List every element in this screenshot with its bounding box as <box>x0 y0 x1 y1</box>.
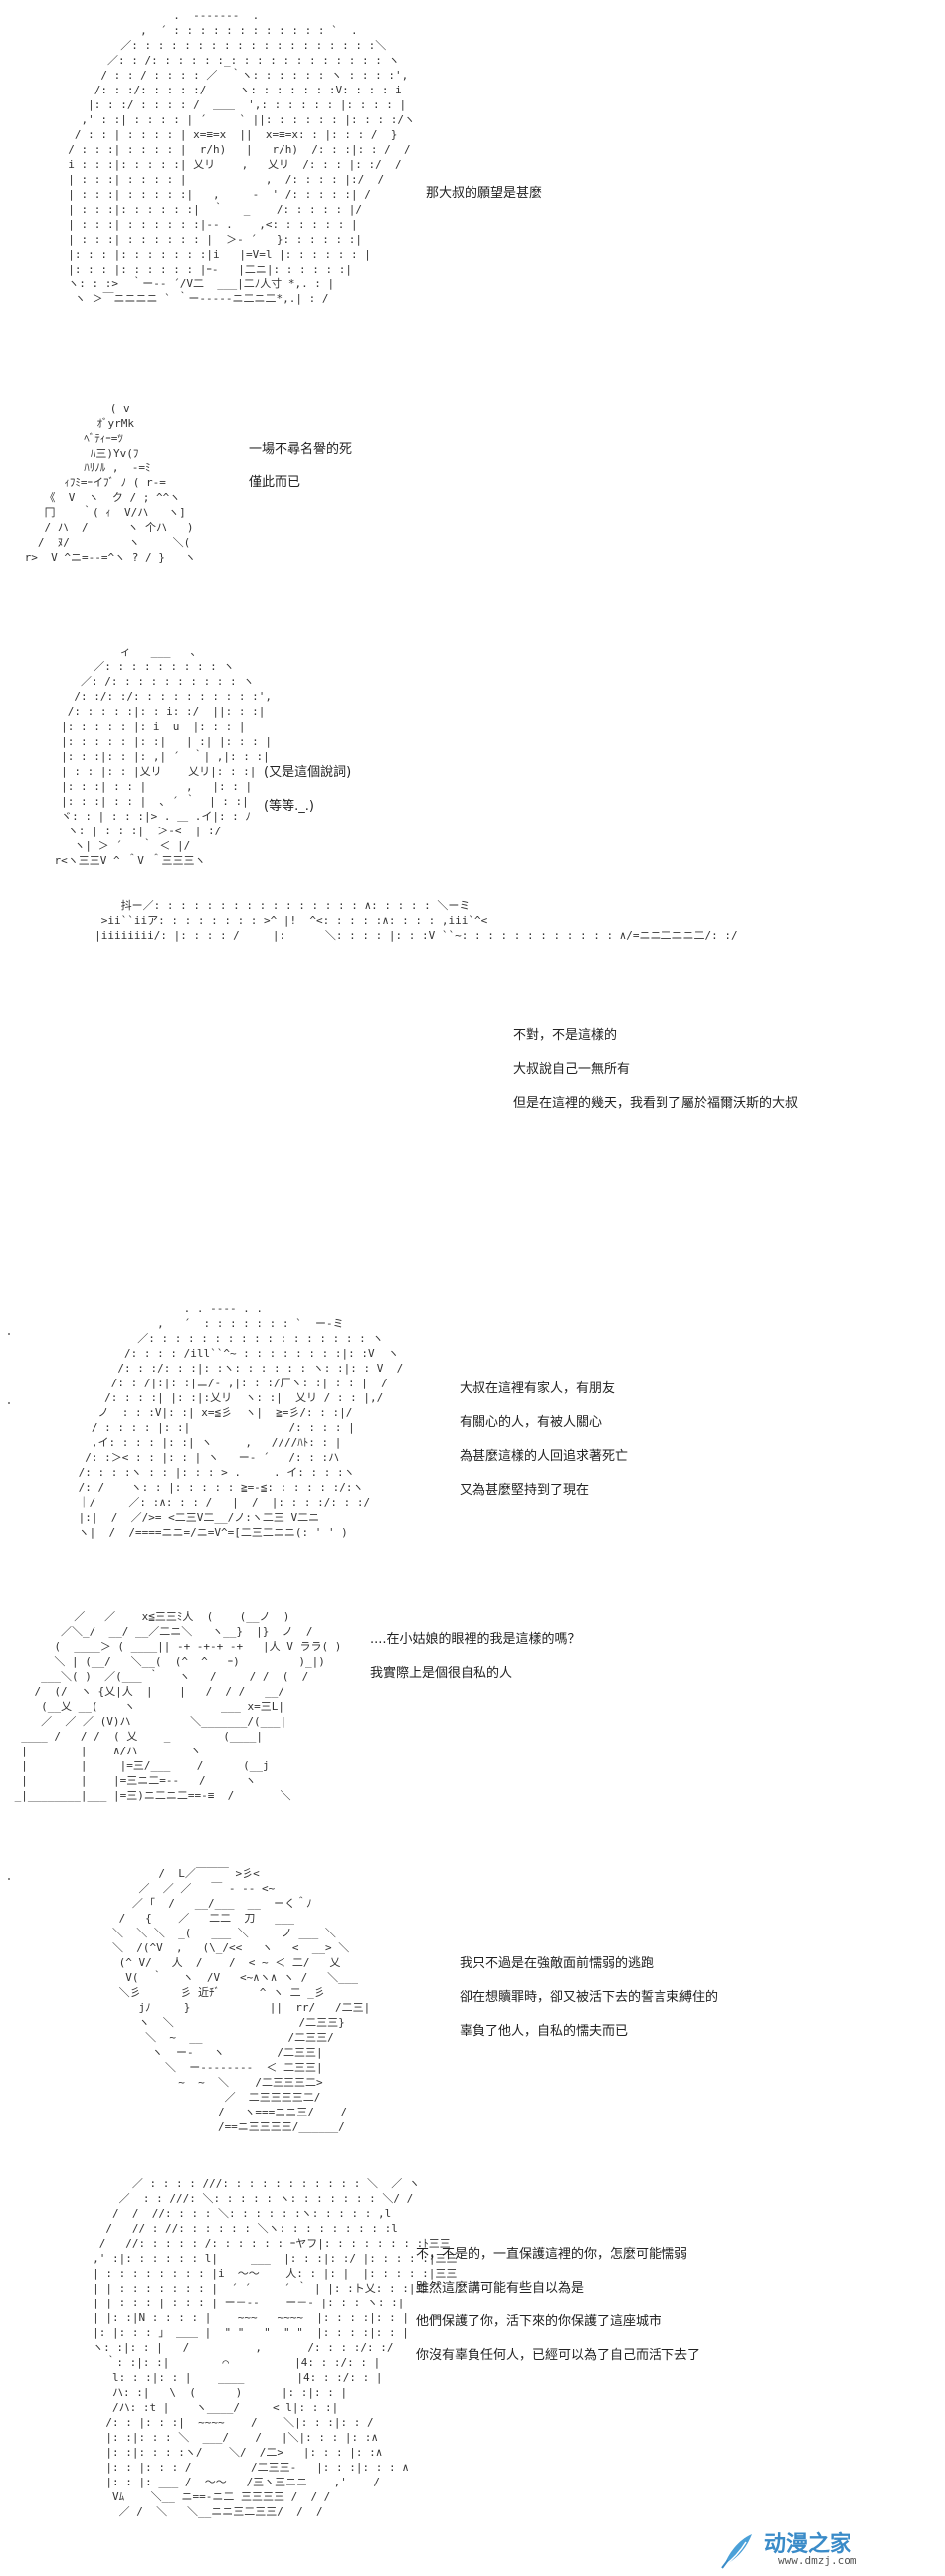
caption-line: 不，不是的，一直保護這裡的你，怎麼可能懦弱 <box>416 2247 688 2262</box>
caption-line: ....在小姑娘的眼裡的我是這樣的嗎？ <box>370 1632 581 1647</box>
caption-line: 大叔在這裡有家人，有朋友 <box>460 1381 616 1396</box>
ascii-art-character: ィ ___ 、 ／: : : : : : : : : ヽ ／: /: : : :… <box>54 645 273 867</box>
caption-block: (又是這個說詞) (等等._.) <box>264 756 351 824</box>
ascii-art-character: ／ ／ x≦三三ﾐ人 ( (__ノ ) ／＼_/ __/ __／二ニ＼ ヽ__}… <box>14 1610 342 1802</box>
feather-logo-icon <box>721 2534 752 2569</box>
caption-line: 他們保護了你，活下來的你保護了這座城市 <box>416 2314 662 2329</box>
caption-line: 辜負了他人，自私的懦夫而已 <box>460 2024 629 2039</box>
gutter-dot <box>8 1333 10 1335</box>
caption-line: 有關心的人，有被人關心 <box>460 1415 603 1430</box>
caption-block: 不，不是的，一直保護這裡的你，怎麼可能懦弱 雖然這麼講可能有些自以為是 他們保護… <box>416 2238 700 2373</box>
ascii-art-character: / L／￣￣￣ >彡< ／ ／ ／ ￣ ‐ -- <~ ／ ｢ / __/___… <box>111 1867 371 2133</box>
caption-block: ....在小姑娘的眼裡的我是這樣的嗎？ 我實際上是個很自私的人 <box>370 1623 581 1691</box>
caption-block: 大叔在這裡有家人，有朋友 有關心的人，有被人關心 為甚麼這樣的人回追求著死亡 又… <box>460 1373 628 1508</box>
panel-1: . -‐‐‐‐‐‐ . , ´ : : : : : : : : : : : : … <box>0 0 945 388</box>
caption-block: 不對，不是這樣的 大叔說自己一無所有 但是在這裡的幾天，我看到了屬於福爾沃斯的大… <box>513 1019 798 1121</box>
caption-block: 我只不過是在強敵面前懦弱的逃跑 卻在想贖罪時，卻又被活下去的誓言束縛住的 辜負了… <box>460 1947 718 2049</box>
caption-line: 不對，不是這樣的 <box>513 1028 618 1043</box>
ascii-art-character: . -‐‐‐‐‐‐ . , ´ : : : : : : : : : : : : … <box>68 9 415 305</box>
watermark-url: www.dmzj.com <box>778 2554 857 2567</box>
caption-line: 雖然這麼講可能有些自以為是 <box>416 2281 585 2296</box>
caption-line: 但是在這裡的幾天，我看到了屬於福爾沃斯的大叔 <box>513 1096 799 1111</box>
caption-line: 卻在想贖罪時，卻又被活下去的誓言束縛住的 <box>460 1990 719 2005</box>
caption-line: 又為甚麼堅持到了現在 <box>460 1483 590 1498</box>
panel-7: / L／￣￣￣ >彡< ／ ／ ／ ￣ ‐ -- <~ ／ ｢ / __/___… <box>0 1858 945 2156</box>
panel-6: ／ ／ x≦三三ﾐ人 ( (__ノ ) ／＼_/ __/ __／二ニ＼ ヽ__}… <box>0 1601 945 1840</box>
panel-4: 抖ー／: : : : : : : : : : : : : : : : ∧: : … <box>0 890 945 1278</box>
gutter-dot <box>8 1878 10 1880</box>
caption-block: 一場不尋名譽的死 僅此而已 <box>249 433 352 500</box>
caption-line: 我實際上是個很自私的人 <box>370 1666 513 1681</box>
ascii-art-character: 抖ー／: : : : : : : : : : : : : : : : ∧: : … <box>94 899 738 942</box>
caption-line: 大叔說自己一無所有 <box>513 1062 631 1077</box>
watermark-title: 动漫之家 <box>764 2532 852 2557</box>
panel-8: ／ : : : : ///: : : : : : : : : : : ＼ ／ ヽ… <box>0 2168 945 2576</box>
caption-line: 你沒有辜負任何人，已經可以為了自己而活下去了 <box>416 2348 701 2363</box>
caption-line: (等等._.) <box>264 799 314 814</box>
ascii-art-character: . . ‐‐‐‐ . . , ´ : : : : : : : ` ー-ミ ／: … <box>78 1302 404 1539</box>
site-watermark: 动漫之家 www.dmzj.com <box>716 2526 925 2572</box>
caption-line: 為甚麼這樣的人回追求著死亡 <box>460 1449 629 1464</box>
caption-line: 僅此而已 <box>249 475 301 490</box>
caption-block: 那大叔的願望是甚麼 <box>426 177 542 211</box>
caption-line: 一場不尋名譽的死 <box>249 442 353 457</box>
ascii-art-character: ( v ｵﾞyrMk ﾍﾞﾃｨｰ=ﾂ ﾊ三)Yv(ﾌ ﾊﾘﾉﾙ , -=ﾐ ｨﾌ… <box>24 402 196 564</box>
ascii-art-character: ／ : : : : ///: : : : : : : : : : : ＼ ／ ヽ… <box>93 2177 458 2518</box>
panel-2: ( v ｵﾞyrMk ﾍﾞﾃｨｰ=ﾂ ﾊ三)Yv(ﾌ ﾊﾘﾉﾙ , -=ﾐ ｨﾌ… <box>0 393 945 632</box>
panel-3: ィ ___ 、 ／: : : : : : : : : ヽ ／: /: : : :… <box>0 637 945 885</box>
gutter-dot <box>8 1402 10 1404</box>
caption-line: (又是這個說詞) <box>264 765 352 780</box>
caption-line: 我只不過是在強敵面前懦弱的逃跑 <box>460 1956 655 1971</box>
panel-5: . . ‐‐‐‐ . . , ´ : : : : : : : ` ー-ミ ／: … <box>0 1293 945 1591</box>
caption-line: 那大叔的願望是甚麼 <box>426 186 543 201</box>
